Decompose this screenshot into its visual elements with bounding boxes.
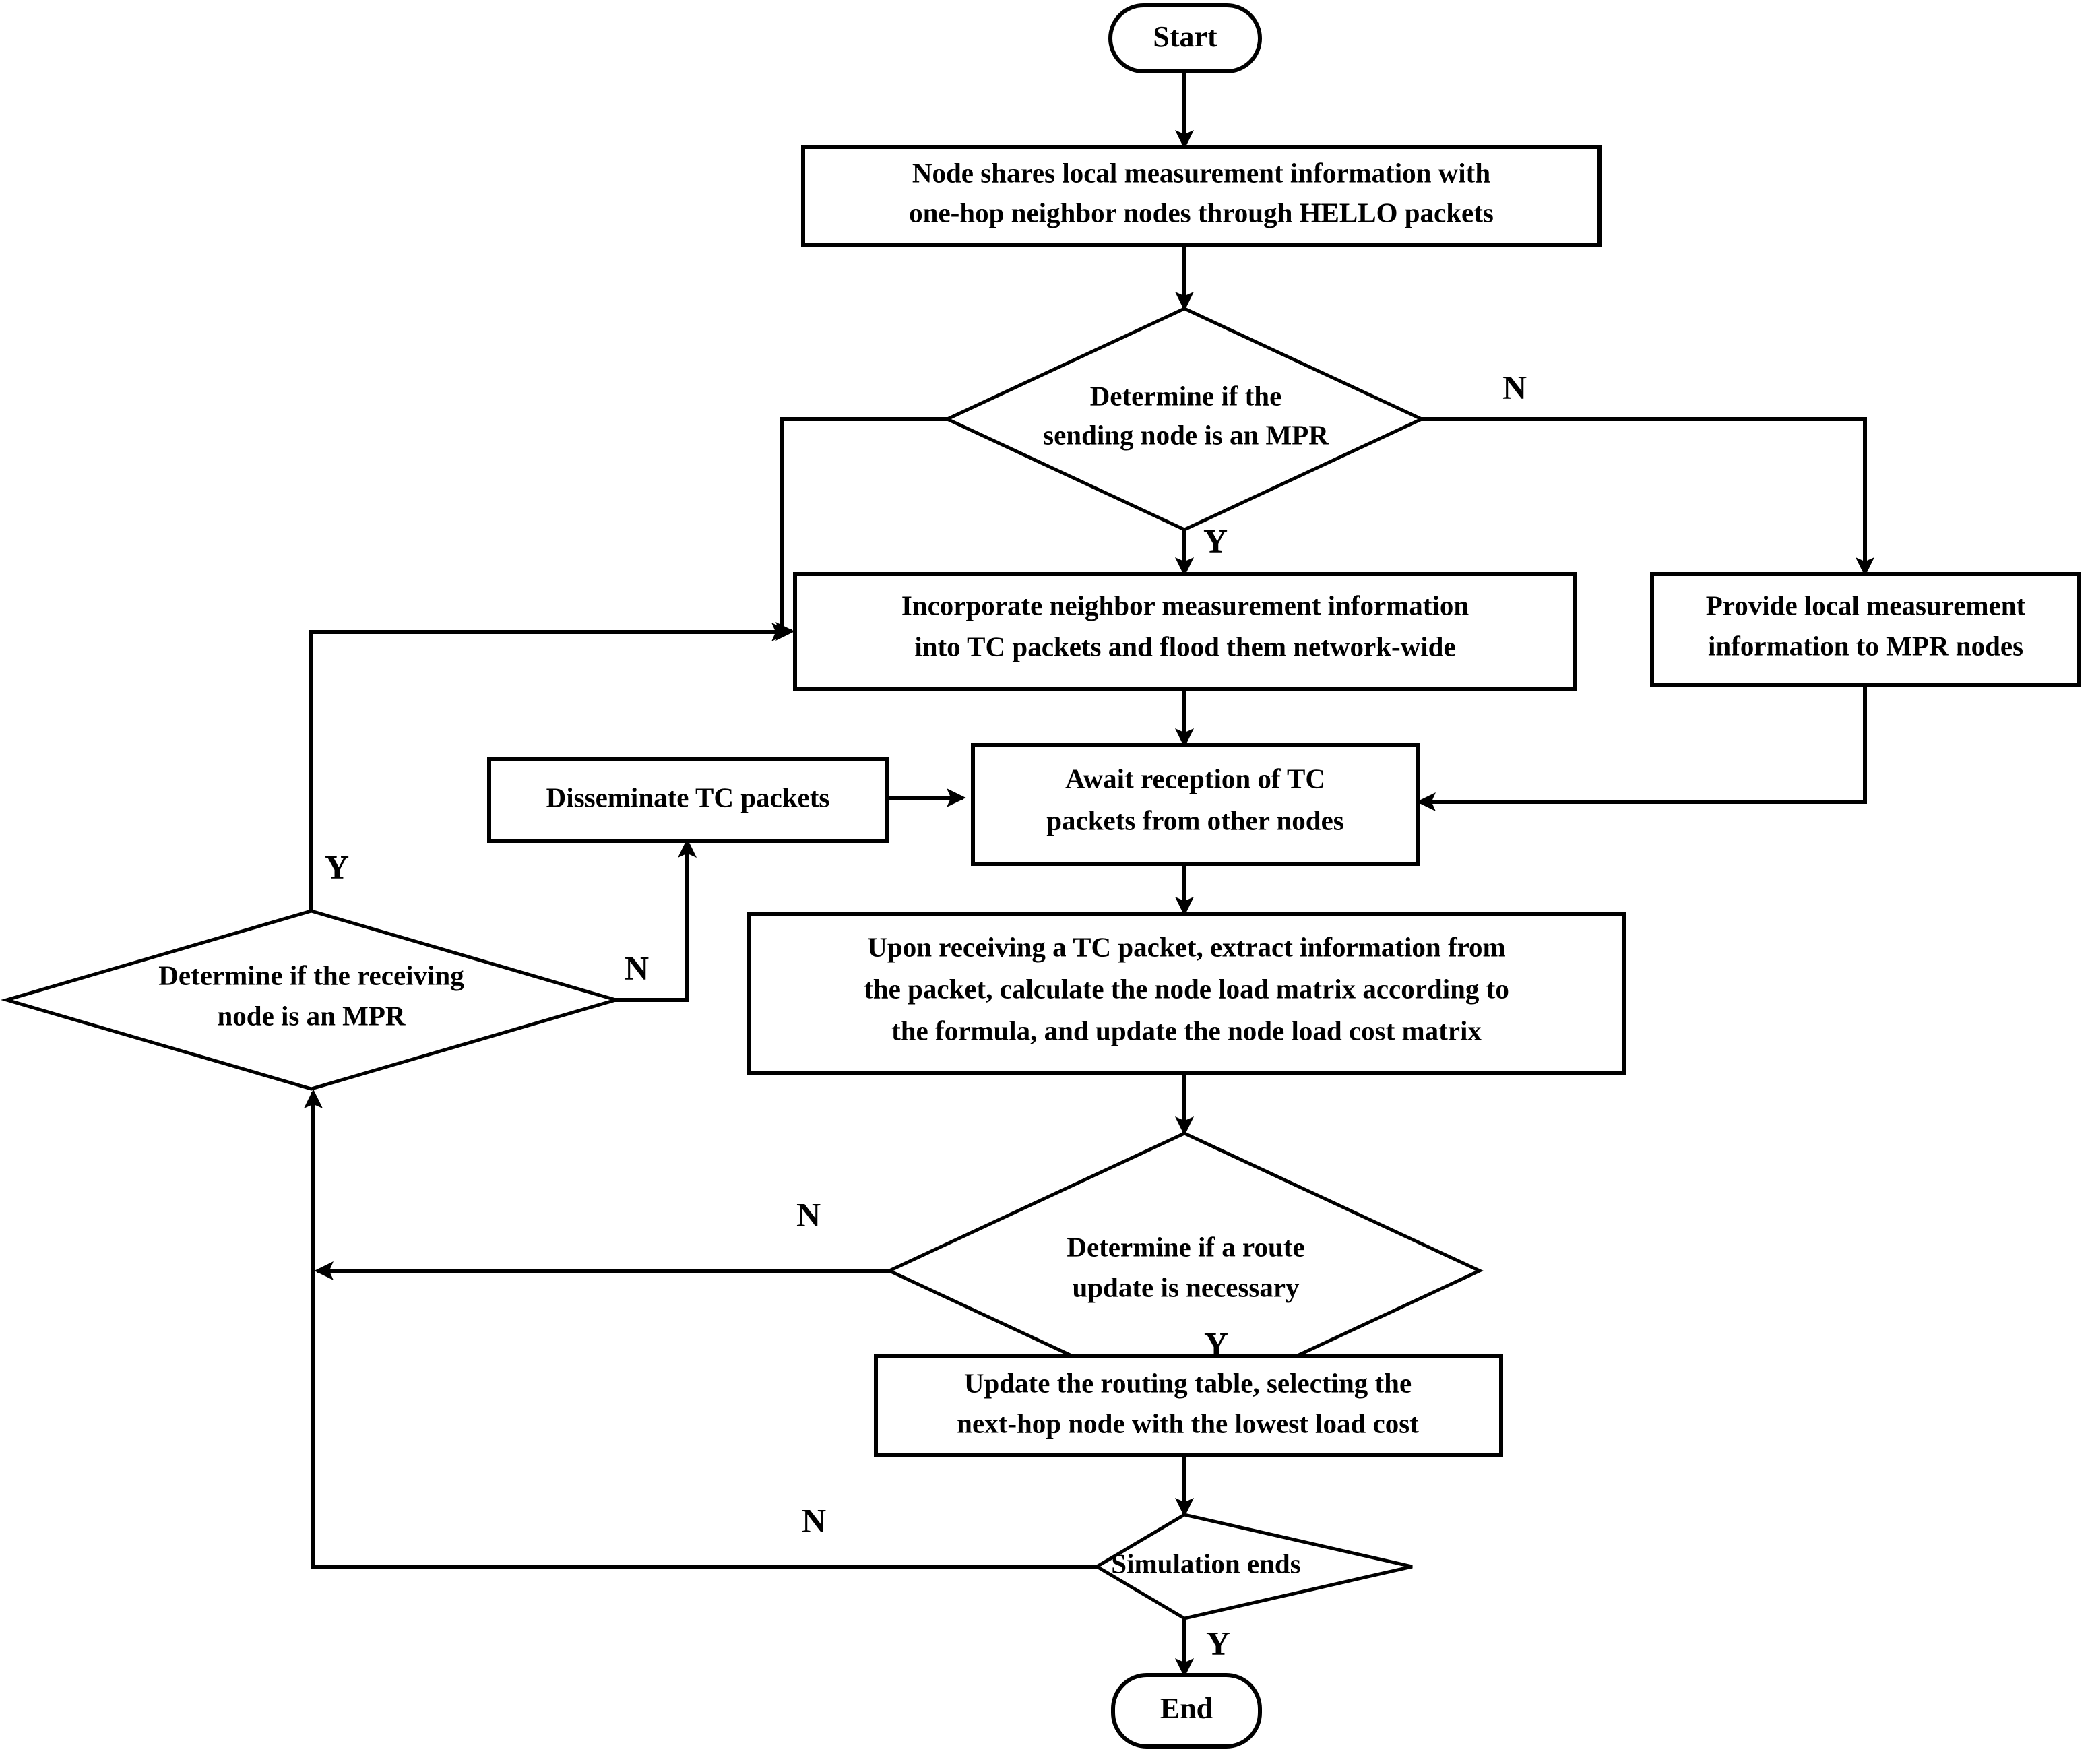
hello-line1: Node shares local measurement informatio… bbox=[912, 157, 1490, 188]
node-decision-sending-mpr: Determine if the sending node is an MPR bbox=[943, 307, 1426, 532]
edge-label-receiving-mpr-yes: Y bbox=[325, 848, 349, 885]
edge-sim-ends-no bbox=[303, 1089, 1100, 1569]
sending-mpr-line2: sending node is an MPR bbox=[1043, 419, 1329, 450]
hello-line2: one-hop neighbor nodes through HELLO pac… bbox=[909, 197, 1494, 228]
node-start: Start bbox=[1108, 3, 1262, 73]
route-update-line1: Determine if a route bbox=[1067, 1231, 1304, 1262]
node-incorporate-process: Incorporate neighbor measurement informa… bbox=[793, 572, 1577, 691]
hello-process-shape bbox=[801, 145, 1602, 247]
node-await-process: Await reception of TC packets from other… bbox=[971, 743, 1420, 866]
edge-receiving-mpr-no bbox=[614, 838, 697, 1002]
incorporate-process-shape bbox=[793, 572, 1577, 691]
node-decision-route-update: Determine if a route update is necessary bbox=[885, 1131, 1484, 1410]
incorporate-line2: into TC packets and flood them network-w… bbox=[914, 631, 1455, 662]
edge-sending-mpr-no bbox=[1420, 417, 1875, 577]
start-terminal-shape bbox=[1108, 3, 1262, 73]
node-decision-receiving-mpr: Determine if the receiving node is an MP… bbox=[1, 909, 622, 1091]
node-extract-process: Upon receiving a TC packet, extract info… bbox=[747, 912, 1626, 1075]
extract-line1: Upon receiving a TC packet, extract info… bbox=[867, 931, 1505, 962]
edge-label-sending-mpr-yes: Y bbox=[1203, 522, 1228, 559]
edge-label-sending-mpr-no: N bbox=[1502, 368, 1527, 406]
extract-line2: the packet, calculate the node load matr… bbox=[864, 973, 1509, 1004]
sending-mpr-line1: Determine if the bbox=[1090, 380, 1282, 411]
edge-receiving-mpr-yes bbox=[309, 622, 791, 911]
node-decision-sim-ends: Simulation ends bbox=[1093, 1513, 1413, 1620]
provide-local-process-shape bbox=[1650, 572, 2081, 687]
node-provide-local-process: Provide local measurement information to… bbox=[1650, 572, 2081, 687]
edge-provide-to-await bbox=[1416, 685, 1867, 812]
end-terminal-shape bbox=[1111, 1673, 1262, 1749]
provide-local-line2: information to MPR nodes bbox=[1708, 630, 2023, 661]
sim-ends-diamond-shape bbox=[1093, 1513, 1413, 1620]
update-table-process-shape bbox=[874, 1354, 1503, 1457]
disseminate-line1: Disseminate TC packets bbox=[546, 782, 830, 813]
extract-line3: the formula, and update the node load co… bbox=[891, 1015, 1482, 1046]
sim-ends-line1: Simulation ends bbox=[1111, 1548, 1300, 1579]
provide-local-line1: Provide local measurement bbox=[1706, 590, 2026, 621]
node-update-table-process: Update the routing table, selecting the … bbox=[874, 1354, 1503, 1457]
node-disseminate-process: Disseminate TC packets bbox=[487, 757, 889, 843]
disseminate-process-shape bbox=[487, 757, 889, 843]
sending-mpr-diamond-shape bbox=[943, 307, 1426, 532]
update-table-line1: Update the routing table, selecting the bbox=[964, 1367, 1412, 1398]
edge-label-receiving-mpr-no: N bbox=[625, 949, 649, 986]
await-line1: Await reception of TC bbox=[1065, 763, 1325, 794]
node-hello-process: Node shares local measurement informatio… bbox=[801, 145, 1602, 247]
route-update-line2: update is necessary bbox=[1072, 1271, 1300, 1302]
extract-process-shape bbox=[747, 912, 1626, 1075]
await-line2: packets from other nodes bbox=[1046, 805, 1344, 836]
node-end: End bbox=[1111, 1673, 1262, 1749]
receiving-mpr-diamond-shape bbox=[1, 909, 622, 1091]
edge-label-route-update-no: N bbox=[796, 1195, 821, 1233]
receiving-mpr-line2: node is an MPR bbox=[217, 1000, 405, 1031]
edge-label-sim-ends-yes: Y bbox=[1206, 1624, 1230, 1662]
receiving-mpr-line1: Determine if the receiving bbox=[158, 959, 464, 990]
await-process-shape bbox=[971, 743, 1420, 866]
incorporate-line1: Incorporate neighbor measurement informa… bbox=[901, 590, 1469, 621]
update-table-line2: next-hop node with the lowest load cost bbox=[957, 1408, 1419, 1439]
edge-label-sim-ends-no: N bbox=[802, 1501, 826, 1539]
start-label: Start bbox=[1153, 20, 1217, 53]
end-label: End bbox=[1160, 1692, 1213, 1725]
